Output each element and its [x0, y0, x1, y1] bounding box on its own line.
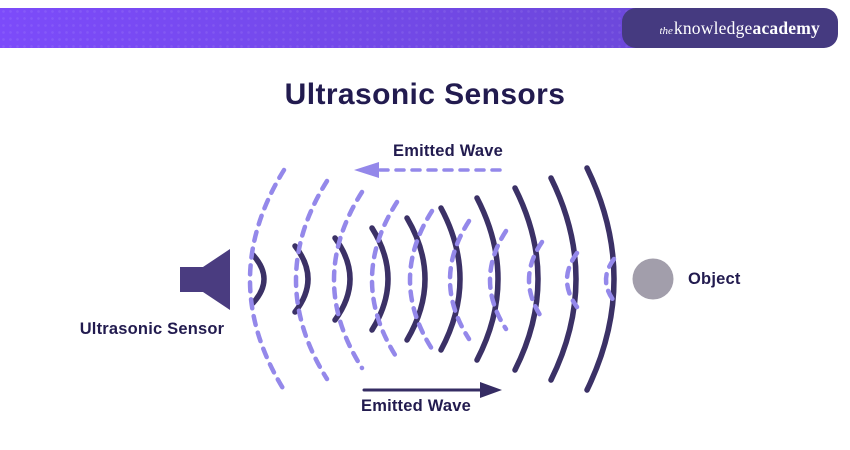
- emitted-arc: [512, 185, 541, 373]
- reflected-arc: [293, 178, 330, 382]
- ultrasonic-sensor-label: Ultrasonic Sensor: [79, 320, 225, 338]
- object-circle: [632, 258, 674, 300]
- reflected-arc: [564, 250, 580, 310]
- ultrasonic-sensor-icon: [180, 249, 230, 310]
- emitted-wave-top-label: Emitted Wave: [393, 142, 503, 160]
- reflected-arc: [369, 199, 400, 361]
- reflected-wave-arcs: [247, 167, 617, 393]
- reflected-arc: [331, 189, 365, 371]
- emitted-arc: [474, 195, 501, 363]
- emitted-wave-bottom-label: Emitted Wave: [361, 397, 471, 415]
- left-arrow-dashed-icon: [354, 162, 502, 178]
- header-dot-texture: [0, 8, 730, 48]
- emitted-arc: [250, 252, 267, 306]
- reflected-arc: [526, 239, 545, 321]
- page-title: Ultrasonic Sensors: [284, 78, 566, 111]
- logo-word-academy: academy: [752, 17, 820, 38]
- emitted-wave-arcs: [250, 165, 617, 393]
- reflected-arc: [447, 218, 472, 342]
- reflected-arc: [247, 167, 287, 393]
- right-arrow-solid-icon: [362, 382, 502, 398]
- emitted-arc: [584, 165, 617, 393]
- object-label: Object: [688, 270, 741, 288]
- emitted-arc: [548, 175, 579, 383]
- emitted-arc: [369, 225, 391, 333]
- emitted-arc: [438, 205, 463, 353]
- emitted-arc: [404, 215, 428, 343]
- logo-word-the: the: [659, 24, 673, 37]
- reflected-arc: [407, 208, 435, 352]
- header-bar: [0, 8, 730, 48]
- reflected-arc: [603, 256, 617, 304]
- reflected-arc: [487, 228, 509, 332]
- logo-word-knowledge: knowledge: [673, 17, 753, 38]
